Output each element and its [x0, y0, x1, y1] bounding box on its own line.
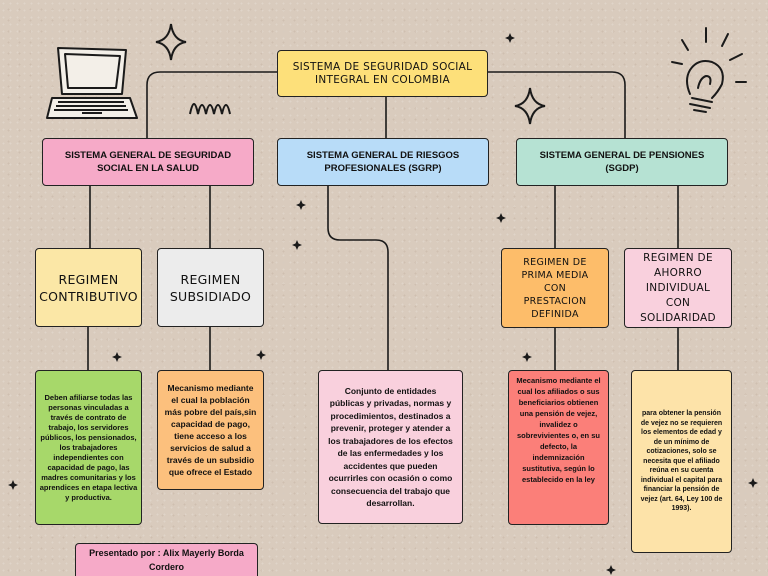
author-box: Presentado por : Alix Mayerly Borda Cord… — [75, 543, 258, 576]
star-icon — [8, 480, 18, 490]
swirl-icon — [189, 103, 231, 115]
riesgos-system-box: SISTEMA GENERAL DE RIESGOS PROFESIONALES… — [277, 138, 489, 186]
salud-system-box: SISTEMA GENERAL DE SEGURIDAD SOCIAL EN L… — [42, 138, 254, 186]
contributivo-desc: Deben afiliarse todas las personas vincu… — [39, 392, 138, 502]
riesgos-desc: Conjunto de entidades públicas y privada… — [328, 385, 453, 509]
star-icon — [292, 240, 302, 250]
ahorro-box: REGIMEN DE AHORRO INDIVIDUAL CON SOLIDAR… — [624, 248, 732, 328]
star-icon — [505, 33, 515, 43]
lightbulb-icon — [671, 27, 747, 113]
star-icon — [256, 350, 266, 360]
subsidiado-box: REGIMEN SUBSIDIADO — [157, 248, 264, 327]
sparkle-icon — [155, 23, 187, 61]
star-icon — [296, 200, 306, 210]
contributivo-title: REGIMEN CONTRIBUTIVO — [39, 271, 138, 304]
author-text: Presentado por : Alix Mayerly Borda Cord… — [89, 548, 244, 572]
star-icon — [606, 565, 616, 575]
prima-media-box: REGIMEN DE PRIMA MEDIA CON PRESTACION DE… — [501, 248, 609, 328]
pensiones-system-box: SISTEMA GENERAL DE PENSIONES (SGDP) — [516, 138, 728, 186]
star-icon — [112, 352, 122, 362]
laptop-icon — [46, 47, 138, 119]
salud-system-title: SISTEMA GENERAL DE SEGURIDAD SOCIAL EN L… — [64, 150, 232, 174]
subsidiado-desc-box: Mecanismo mediante el cual la población … — [157, 370, 264, 490]
subsidiado-desc: Mecanismo mediante el cual la población … — [164, 383, 257, 477]
star-icon — [496, 213, 506, 223]
star-icon — [522, 352, 532, 362]
subsidiado-title: REGIMEN SUBSIDIADO — [169, 271, 252, 304]
prima-media-title: REGIMEN DE PRIMA MEDIA CON PRESTACION DE… — [521, 256, 589, 320]
pensiones-system-title: SISTEMA GENERAL DE PENSIONES (SGDP) — [539, 150, 705, 174]
contributivo-desc-box: Deben afiliarse todas las personas vincu… — [35, 370, 142, 525]
ahorro-desc: para obtener la pensión de vejez no se r… — [640, 410, 723, 513]
sparkle-icon — [514, 87, 546, 125]
riesgos-desc-box: Conjunto de entidades públicas y privada… — [318, 370, 463, 524]
ahorro-title: REGIMEN DE AHORRO INDIVIDUAL CON SOLIDAR… — [640, 251, 716, 324]
title-text: SISTEMA DE SEGURIDAD SOCIAL INTEGRAL EN … — [292, 60, 473, 86]
contributivo-box: REGIMEN CONTRIBUTIVO — [35, 248, 142, 327]
star-icon — [748, 478, 758, 488]
riesgos-system-title: SISTEMA GENERAL DE RIESGOS PROFESIONALES… — [306, 150, 460, 174]
prima-media-desc: Mecanismo mediante el cual los afiliados… — [516, 376, 601, 484]
ahorro-desc-box: para obtener la pensión de vejez no se r… — [631, 370, 732, 553]
prima-media-desc-box: Mecanismo mediante el cual los afiliados… — [508, 370, 609, 525]
title-box: SISTEMA DE SEGURIDAD SOCIAL INTEGRAL EN … — [277, 50, 488, 97]
